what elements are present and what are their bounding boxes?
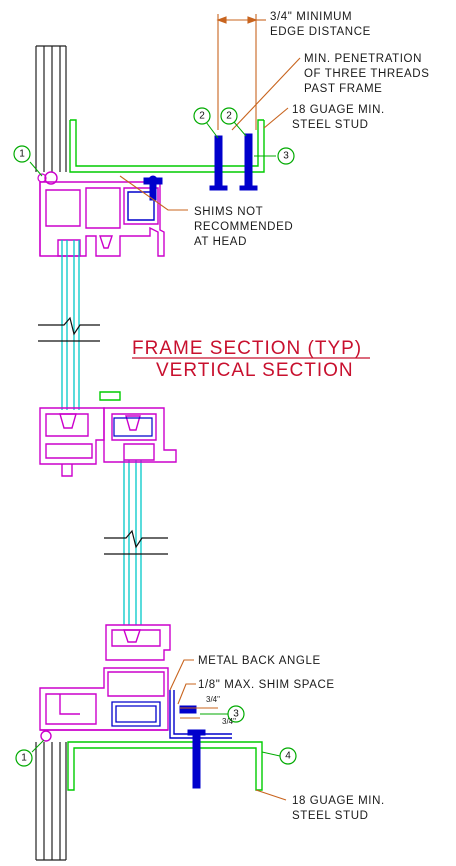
sill-steel-stud bbox=[67, 741, 263, 791]
svg-text:3: 3 bbox=[233, 709, 239, 720]
sill-sealant bbox=[40, 730, 52, 742]
svg-text:1: 1 bbox=[21, 753, 27, 764]
sill-blue-insert bbox=[111, 701, 161, 727]
meeting-rail-frame bbox=[39, 391, 177, 477]
edge-distance-dimension bbox=[216, 14, 266, 130]
head-fasteners bbox=[209, 133, 258, 191]
note-shims-line2: RECOMMENDED bbox=[194, 221, 293, 233]
sill-frame bbox=[39, 624, 171, 731]
note-back-angle: METAL BACK ANGLE bbox=[198, 655, 321, 667]
section-title-line1: FRAME SECTION (TYP) bbox=[132, 338, 362, 359]
callout-bubble-head-fastener-b: 2 bbox=[220, 107, 238, 125]
callout-bubble-head-stud: 3 bbox=[277, 147, 295, 165]
metal-back-angle bbox=[169, 690, 232, 739]
section-title-line2: VERTICAL SECTION bbox=[156, 360, 354, 381]
note-edge-distance-line1: 3/4" MINIMUM bbox=[270, 11, 352, 23]
note-head-stud-line1: 18 GUAGE MIN. bbox=[292, 104, 385, 116]
note-shim-space: 1/8" MAX. SHIM SPACE bbox=[198, 679, 335, 691]
head-frame bbox=[39, 181, 165, 257]
callout-bubble-head-fastener-a: 2 bbox=[193, 107, 211, 125]
note-head-stud-line2: STEEL STUD bbox=[292, 119, 369, 131]
note-shims-line3: AT HEAD bbox=[194, 236, 247, 248]
head-shim-fastener bbox=[143, 175, 163, 201]
sill-fasteners bbox=[179, 705, 206, 789]
dimension-label-a: 3/4" bbox=[206, 695, 220, 704]
bubble-leaders bbox=[29, 121, 281, 757]
note-penetration-line3: PAST FRAME bbox=[304, 83, 382, 95]
svg-text:2: 2 bbox=[226, 111, 232, 122]
dimension-label-b: 3/4" bbox=[222, 717, 236, 726]
glass-lower bbox=[123, 460, 142, 625]
note-sill-stud-line2: STEEL STUD bbox=[292, 810, 369, 822]
svg-text:2: 2 bbox=[199, 111, 205, 122]
break-line-upper bbox=[38, 316, 100, 342]
callout-bubble-sill-stud: 4 bbox=[279, 747, 297, 765]
head-steel-stud bbox=[69, 119, 265, 173]
meeting-rail-blue bbox=[113, 417, 153, 437]
leaders bbox=[119, 57, 301, 801]
callout-bubble-sill-sealant: 1 bbox=[15, 749, 33, 767]
note-penetration-line2: OF THREE THREADS bbox=[304, 68, 429, 80]
note-edge-distance-line2: EDGE DISTANCE bbox=[270, 26, 371, 38]
svg-text:1: 1 bbox=[19, 149, 25, 160]
break-line-lower bbox=[104, 529, 168, 555]
note-penetration-line1: MIN. PENETRATION bbox=[304, 53, 422, 65]
callout-bubble-head-sealant: 1 bbox=[13, 145, 31, 163]
wall-sill bbox=[35, 742, 67, 861]
head-sealant bbox=[37, 171, 58, 185]
callout-bubble-sill-fastener: 3 bbox=[227, 705, 245, 723]
svg-text:3: 3 bbox=[283, 151, 289, 162]
svg-text:4: 4 bbox=[285, 751, 291, 762]
note-shims-line1: SHIMS NOT bbox=[194, 206, 263, 218]
note-sill-stud-line1: 18 GUAGE MIN. bbox=[292, 795, 385, 807]
wall-head bbox=[35, 45, 67, 172]
